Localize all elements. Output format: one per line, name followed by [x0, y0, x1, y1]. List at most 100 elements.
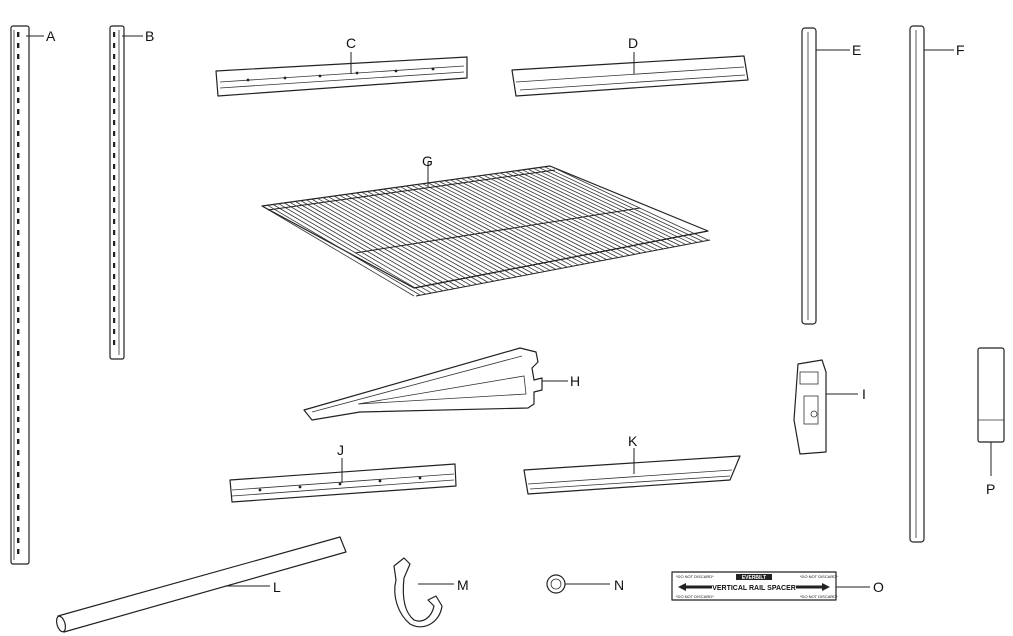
slot	[17, 362, 20, 367]
slot	[17, 109, 20, 114]
spacer-title: VERTICAL RAIL SPACER	[712, 585, 796, 592]
part-f-tall-upright: F	[909, 25, 965, 543]
shelf-wire	[544, 166, 703, 242]
label-d: D	[628, 35, 638, 51]
slot	[113, 87, 116, 92]
slot	[17, 153, 20, 158]
slot	[17, 483, 20, 488]
slot	[17, 417, 20, 422]
slot	[17, 494, 20, 499]
slot	[17, 329, 20, 334]
slot	[17, 274, 20, 279]
shelf-wire	[317, 197, 471, 286]
slot	[17, 98, 20, 103]
label-f: F	[956, 42, 965, 58]
slot	[113, 329, 116, 334]
shelf-wire	[372, 190, 528, 275]
slot	[17, 516, 20, 521]
slot	[113, 252, 116, 257]
shelf-wire	[428, 182, 584, 265]
part-c-hang-track: C	[215, 35, 468, 97]
slot	[113, 142, 116, 147]
slot	[17, 65, 20, 70]
shelf-wire	[272, 204, 426, 295]
shelf-wire	[289, 201, 443, 291]
slot	[17, 142, 20, 147]
part-b-short-standard: B	[109, 25, 154, 360]
shelf-wire	[433, 181, 590, 263]
shelf-wire	[283, 202, 437, 293]
slot	[113, 219, 116, 224]
slot	[113, 109, 116, 114]
slot	[17, 197, 20, 202]
slot	[113, 230, 116, 235]
shelf-wire	[466, 177, 624, 257]
spacer-brand: EVERBILT	[742, 575, 766, 581]
shelf-wire	[533, 167, 692, 244]
slot	[17, 549, 20, 554]
slot	[113, 175, 116, 180]
part-j-hang-track: J	[229, 442, 457, 503]
shelf-wire	[389, 187, 545, 272]
shelf-wire	[306, 199, 460, 288]
part-g-wire-shelf: G	[261, 153, 711, 297]
spacer-note-bottom-left: *DO NOT DISCARD*	[676, 594, 714, 599]
shelf-wire	[322, 197, 477, 285]
slot	[17, 373, 20, 378]
shelf-wire	[367, 191, 522, 276]
shelf-wire	[444, 180, 601, 261]
label-c: C	[346, 35, 356, 51]
slot	[17, 263, 20, 268]
slot	[113, 98, 116, 103]
shelf-wire	[416, 184, 573, 267]
label-m: M	[457, 577, 469, 593]
slot	[17, 505, 20, 510]
slot	[113, 186, 116, 191]
slot	[17, 351, 20, 356]
slot	[113, 131, 116, 136]
part-i-rail-clip: I	[793, 359, 866, 455]
label-e: E	[852, 42, 861, 58]
slot	[17, 120, 20, 125]
part-n-rod-cup: N	[546, 574, 624, 594]
shelf-wire	[328, 196, 482, 284]
spacer-note-top-left: *DO NOT DISCARD*	[676, 574, 714, 579]
part-k-shelf-track: K	[523, 433, 741, 495]
spacer-note-bottom-right: *DO NOT DISCARD*	[800, 594, 838, 599]
label-a: A	[46, 28, 56, 44]
slot	[113, 54, 116, 59]
shelf-wire	[439, 181, 596, 262]
slot	[17, 76, 20, 81]
slot	[17, 384, 20, 389]
label-j: J	[337, 442, 344, 458]
part-a-slots	[17, 32, 20, 554]
shelf-wire	[278, 203, 432, 294]
shelf-wire	[378, 189, 533, 274]
arrow-left-icon	[678, 583, 712, 591]
slot	[113, 43, 116, 48]
slot	[17, 406, 20, 411]
slot	[17, 131, 20, 136]
part-p-end-cap: P	[977, 347, 1005, 497]
shelf-wire	[339, 194, 494, 282]
slot	[17, 296, 20, 301]
slot	[17, 32, 20, 37]
shelf-wire	[267, 204, 420, 296]
shelf-wire	[333, 195, 488, 283]
label-h: H	[570, 373, 580, 389]
slot	[113, 285, 116, 290]
slot	[113, 164, 116, 169]
slot	[17, 527, 20, 532]
slot	[113, 197, 116, 202]
slot	[113, 208, 116, 213]
shelf-wire	[472, 176, 629, 256]
shelf-wire	[461, 177, 618, 258]
slot	[17, 54, 20, 59]
slot	[113, 153, 116, 158]
arrow-right-icon	[796, 583, 830, 591]
spacer-brand-box	[736, 574, 772, 580]
label-b: B	[145, 28, 154, 44]
slot	[113, 263, 116, 268]
part-e-short-upright: E	[801, 27, 861, 325]
slot	[113, 340, 116, 345]
